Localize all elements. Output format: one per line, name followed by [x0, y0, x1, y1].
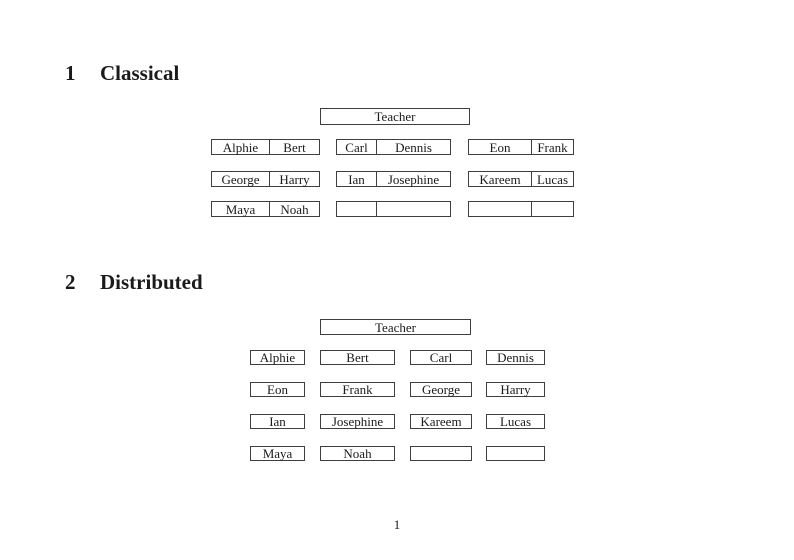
desk: Kareem Lucas: [468, 171, 574, 187]
page-number: 1: [393, 517, 401, 532]
seat-box: Noah: [320, 446, 395, 461]
seat-cell: Alphie: [212, 140, 270, 154]
seat-box: Eon: [250, 382, 305, 397]
seat-cell: Lucas: [536, 171, 569, 187]
seat-box: Bert: [320, 350, 395, 365]
seat-cell: George: [212, 172, 270, 186]
desk-empty: [468, 201, 574, 217]
seat-box: Josephine: [320, 414, 395, 429]
seat-box-empty: [486, 446, 545, 461]
section-heading-distributed: 2 Distributed: [65, 271, 203, 293]
seat-box: Ian: [250, 414, 305, 429]
seat-cell: Ian: [337, 172, 377, 186]
desk: Carl Dennis: [336, 139, 451, 155]
desk: Eon Frank: [468, 139, 574, 155]
seat-box-empty: [410, 446, 472, 461]
seat-cell: Eon: [469, 140, 532, 154]
seat-cell-empty: [469, 202, 532, 216]
seat-cell: Frank: [537, 139, 568, 155]
seat-cell-empty: [337, 202, 377, 216]
seat-cell: Josephine: [387, 171, 440, 187]
desk-empty: [336, 201, 451, 217]
seat-cell-empty: [377, 202, 450, 216]
seat-cell: Harry: [279, 171, 310, 187]
seat-box: George: [410, 382, 472, 397]
teacher-box-distributed: Teacher: [320, 319, 471, 335]
desk: George Harry: [211, 171, 320, 187]
seat-box: Dennis: [486, 350, 545, 365]
seat-box: Lucas: [486, 414, 545, 429]
seat-box: Carl: [410, 350, 472, 365]
seat-cell-empty: [532, 202, 573, 216]
seat-cell: Carl: [337, 140, 377, 154]
seat-box: Harry: [486, 382, 545, 397]
teacher-box-classical: Teacher: [320, 108, 470, 125]
seat-box: Frank: [320, 382, 395, 397]
seat-cell: Dennis: [395, 139, 432, 155]
section-title: Classical: [100, 61, 180, 85]
section-heading-classical: 1 Classical: [65, 62, 179, 84]
teacher-label: Teacher: [374, 109, 416, 124]
desk: Maya Noah: [211, 201, 320, 217]
teacher-label: Teacher: [375, 319, 416, 335]
seat-cell: Kareem: [469, 172, 532, 186]
seat-cell: Noah: [280, 201, 309, 217]
section-title: Distributed: [100, 270, 203, 294]
seat-box: Kareem: [410, 414, 472, 429]
seat-cell: Maya: [212, 202, 270, 216]
section-number: 2: [65, 270, 76, 294]
seat-box: Alphie: [250, 350, 305, 365]
seat-cell: Bert: [283, 139, 306, 155]
section-number: 1: [65, 61, 76, 85]
seat-box: Maya: [250, 446, 305, 461]
desk: Ian Josephine: [336, 171, 451, 187]
desk: Alphie Bert: [211, 139, 320, 155]
